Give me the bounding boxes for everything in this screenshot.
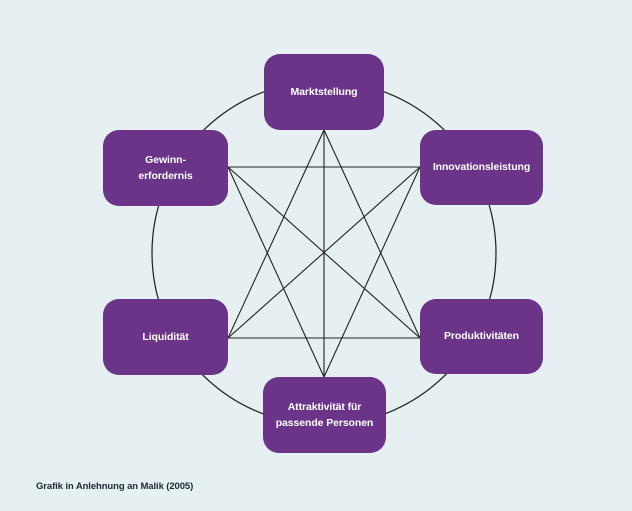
node-produktivitaeten: Produktivitäten bbox=[420, 299, 543, 374]
node-gewinnerfordernis: Gewinn- erfordernis bbox=[103, 130, 228, 206]
edge-bottom-gewinn bbox=[227, 166, 325, 378]
node-attraktivitaet: Attraktivität für passende Personen bbox=[263, 377, 386, 453]
relation-chord-lines bbox=[227, 129, 421, 378]
node-liquiditaet: Liquidität bbox=[103, 299, 228, 375]
edge-innovation-liquiditaet bbox=[227, 166, 421, 339]
node-marktstellung: Marktstellung bbox=[264, 54, 384, 130]
edge-top-liquiditaet bbox=[227, 129, 325, 339]
node-innovationsleistung: Innovationsleistung bbox=[420, 130, 543, 205]
edge-top-produktiv bbox=[323, 129, 421, 339]
edge-bottom-innovation bbox=[323, 166, 421, 378]
source-caption: Grafik in Anlehnung an Malik (2005) bbox=[36, 481, 194, 492]
